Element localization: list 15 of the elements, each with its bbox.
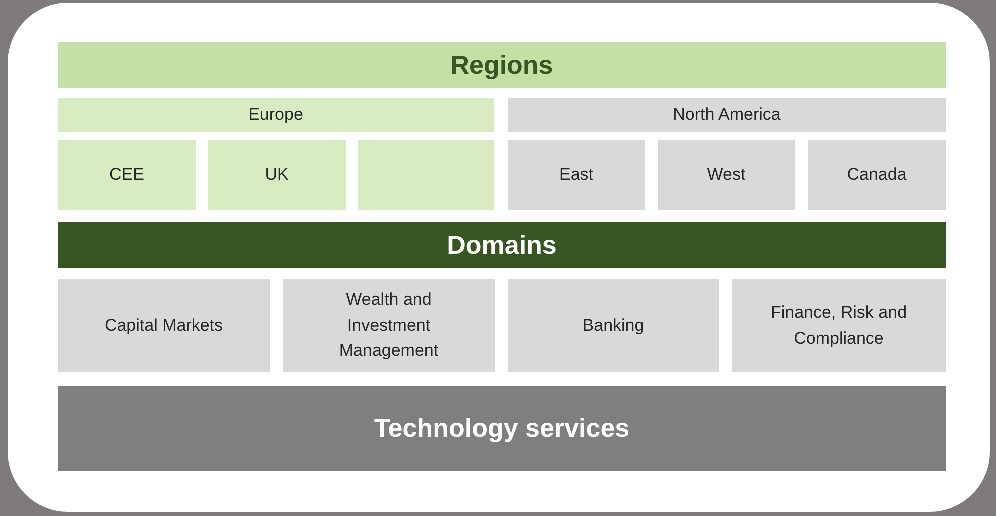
region-box: Canada: [808, 140, 946, 210]
region-box: [358, 140, 494, 210]
group-band: North America: [508, 98, 946, 132]
domain-box: Banking: [508, 279, 719, 372]
region-box: West: [658, 140, 795, 210]
header-band: Regions: [58, 42, 946, 88]
header-band: Domains: [58, 222, 946, 268]
region-box: UK: [208, 140, 346, 210]
region-box: East: [508, 140, 645, 210]
domain-box: Wealth and Investment Management: [283, 279, 495, 372]
region-box: CEE: [58, 140, 196, 210]
domain-box: Capital Markets: [58, 279, 270, 372]
domain-box: Finance, Risk and Compliance: [732, 279, 946, 372]
group-band: Europe: [58, 98, 494, 132]
services-band: Technology services: [58, 386, 946, 471]
